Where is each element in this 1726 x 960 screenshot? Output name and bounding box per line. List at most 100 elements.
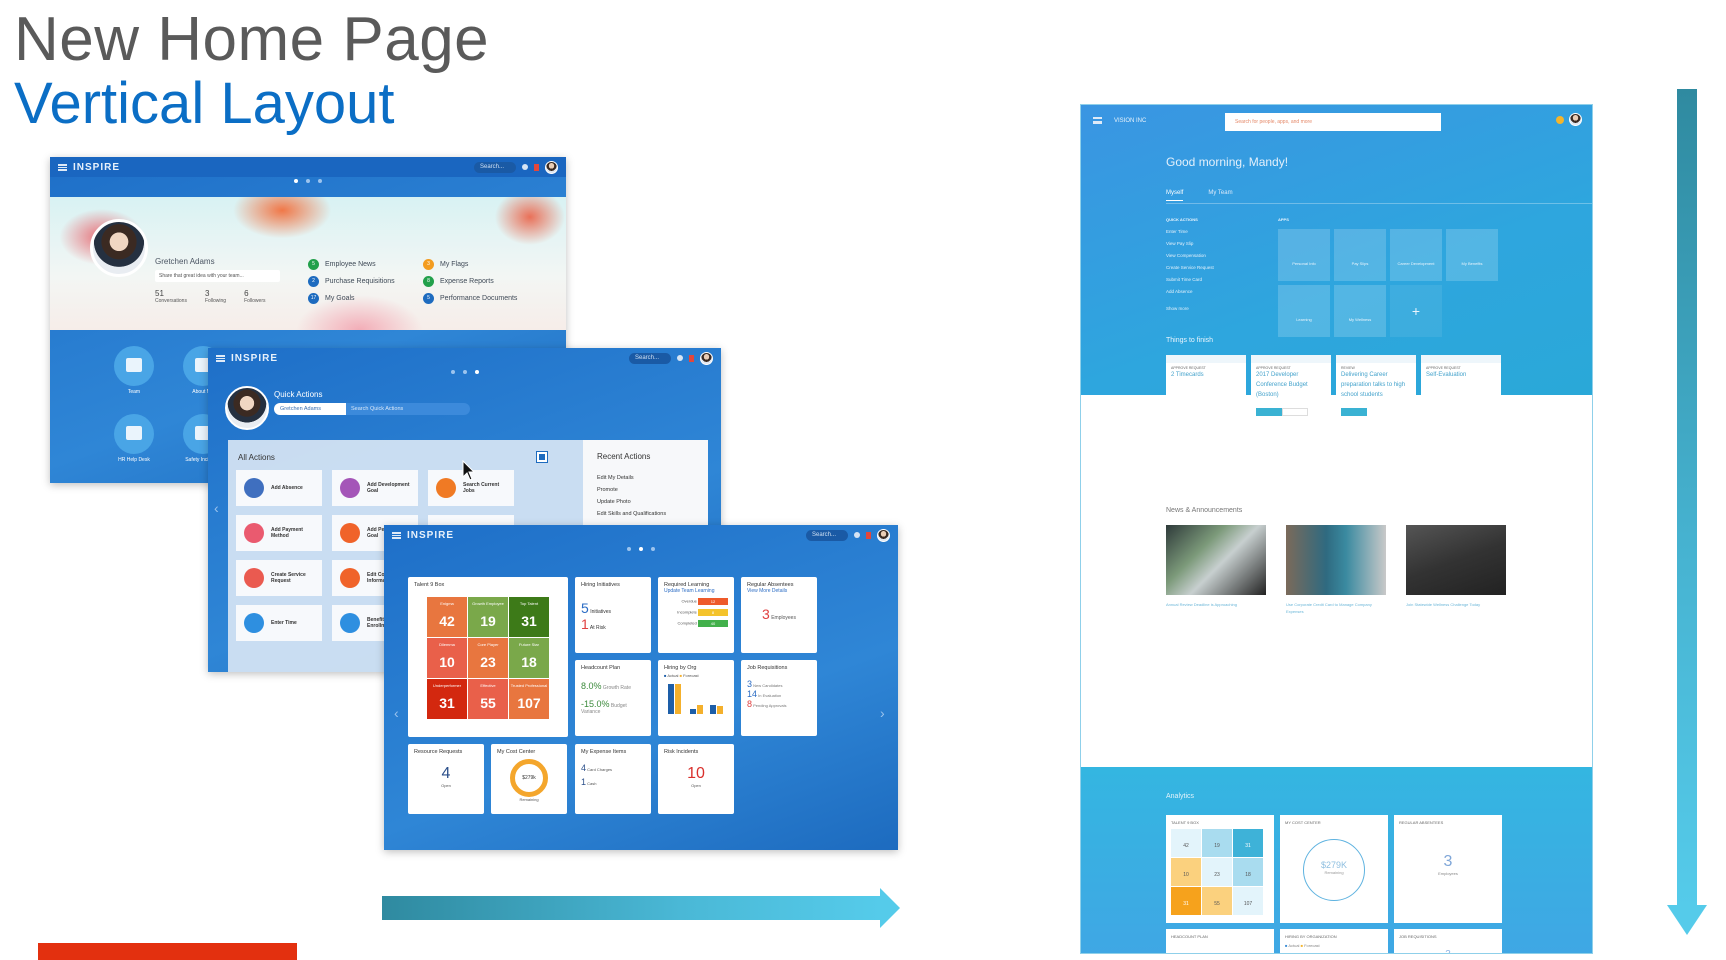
grid-view-icon[interactable]: [536, 451, 548, 463]
user-avatar[interactable]: [700, 351, 713, 365]
notification-icon[interactable]: [1556, 116, 1564, 124]
action-tile[interactable]: Add Payment Method: [236, 515, 322, 551]
flag-icon[interactable]: [534, 163, 539, 171]
search-input[interactable]: Search for people, apps, and more: [1225, 113, 1441, 131]
job-requisitions-card[interactable]: Job Requisitions 3 New Candidates 14 In …: [741, 660, 817, 736]
approve-button[interactable]: [1256, 408, 1282, 416]
quick-action-link[interactable]: View Compensation: [1166, 253, 1206, 258]
headcount-plan-card[interactable]: Headcount Plan 8.0% Growth Rate -15.0% B…: [575, 660, 651, 736]
app-hr-help-desk[interactable]: HR Help Desk: [113, 414, 155, 463]
resource-requests-card[interactable]: Resource Requests 4 Open: [408, 744, 484, 814]
add-app-button[interactable]: +: [1390, 285, 1442, 337]
review-button[interactable]: [1341, 408, 1367, 416]
regular-absentees-card[interactable]: REGULAR ABSENTEES 3 Employees: [1394, 815, 1502, 923]
required-learning-card[interactable]: Required Learning Update Team Learning O…: [658, 577, 734, 653]
page-dot[interactable]: [450, 370, 455, 374]
chevron-left-icon[interactable]: ‹: [394, 705, 399, 721]
update-team-learning-link[interactable]: Update Team Learning: [664, 588, 715, 594]
page-dot[interactable]: [462, 370, 467, 374]
search-input[interactable]: Search...: [806, 529, 848, 541]
user-avatar[interactable]: [545, 160, 558, 174]
hiring-by-org-card[interactable]: Hiring by Org ■ Actual ■ Forecast: [658, 660, 734, 736]
hiring-by-org-card[interactable]: HIRING BY ORGANIZATION ■ Actual ■ Foreca…: [1280, 929, 1388, 953]
news-item[interactable]: Join Statewide Wellness Challenge Today: [1406, 525, 1506, 615]
quick-action-link[interactable]: Add Absence: [1166, 289, 1193, 294]
action-tile[interactable]: Add Absence: [236, 470, 322, 506]
recent-action-link[interactable]: Promote: [597, 487, 618, 493]
quick-action-link[interactable]: Submit Time Card: [1166, 277, 1203, 282]
talent-9-box-card[interactable]: TALENT 9 BOX 42 19 31 10 23 18 31 55 107: [1166, 815, 1274, 923]
headcount-plan-card[interactable]: HEADCOUNT PLAN 8.0% Growth Rate -15.0% B…: [1166, 929, 1274, 953]
app-team[interactable]: Team: [113, 346, 155, 395]
app-tile[interactable]: Career Development: [1390, 229, 1442, 281]
recent-action-link[interactable]: Update Photo: [597, 499, 631, 505]
chevron-left-icon[interactable]: ‹: [214, 500, 219, 516]
my-expense-items-card[interactable]: My Expense Items 4 Card Charges 1 Cash: [575, 744, 651, 814]
quick-action-link[interactable]: Create Service Request: [1166, 265, 1214, 270]
app-tile[interactable]: Personal Info: [1278, 229, 1330, 281]
hiring-initiatives-card[interactable]: Hiring Initiatives 5 Initiatives 1 At Ri…: [575, 577, 651, 653]
app-tile[interactable]: My Wellness: [1334, 285, 1386, 337]
quick-action-link[interactable]: View Pay Slip: [1166, 241, 1194, 246]
tab-myself[interactable]: Myself: [1166, 190, 1184, 201]
bell-icon[interactable]: [522, 164, 528, 170]
page-dot[interactable]: [306, 179, 310, 183]
menu-icon[interactable]: [58, 163, 67, 171]
person-select[interactable]: Gretchen Adams: [274, 403, 346, 415]
action-tile[interactable]: Enter Time: [236, 605, 322, 641]
search-input[interactable]: Search...: [474, 161, 516, 173]
search-quick-actions-input[interactable]: Search Quick Actions: [346, 403, 470, 415]
flag-icon[interactable]: [866, 531, 871, 539]
view-more-details-link[interactable]: View More Details: [747, 588, 788, 594]
show-more-link[interactable]: Show more: [1166, 306, 1189, 311]
flag-icon[interactable]: [689, 354, 694, 362]
bell-icon[interactable]: [677, 355, 683, 361]
news-item[interactable]: Use Corporate Credit Card to Manage Comp…: [1286, 525, 1386, 615]
menu-icon[interactable]: [1093, 117, 1102, 124]
quick-action-link[interactable]: Enter Time: [1166, 229, 1188, 234]
page-dot[interactable]: [318, 179, 322, 183]
menu-icon[interactable]: [392, 531, 401, 539]
chevron-right-icon[interactable]: ›: [880, 705, 885, 721]
risk-incidents-card[interactable]: Risk Incidents 10 Open: [658, 744, 734, 814]
bell-icon[interactable]: [854, 532, 860, 538]
reject-button[interactable]: [1282, 408, 1308, 416]
search-input[interactable]: Search...: [629, 352, 671, 364]
action-tile[interactable]: Create Service Request: [236, 560, 322, 596]
recent-action-link[interactable]: Edit My Details: [597, 475, 634, 481]
app-tile[interactable]: Pay Slips: [1334, 229, 1386, 281]
page-dot[interactable]: [639, 547, 643, 551]
page-dot[interactable]: [294, 179, 298, 183]
action-tile[interactable]: Add Development Goal: [332, 470, 418, 506]
page-dot[interactable]: [627, 547, 631, 551]
news-item[interactable]: Annual Review Deadline is Approaching: [1166, 525, 1266, 615]
recent-action-link[interactable]: Edit Skills and Qualifications: [597, 511, 667, 517]
page-dot[interactable]: [474, 370, 479, 374]
menu-icon[interactable]: [216, 354, 225, 362]
page-dot[interactable]: [651, 547, 655, 551]
job-requisitions-card[interactable]: JOB REQUISITIONS 3 New Candidates 14 In …: [1394, 929, 1502, 953]
my-cost-center-card[interactable]: My Cost Center $279k Remaining: [491, 744, 567, 814]
